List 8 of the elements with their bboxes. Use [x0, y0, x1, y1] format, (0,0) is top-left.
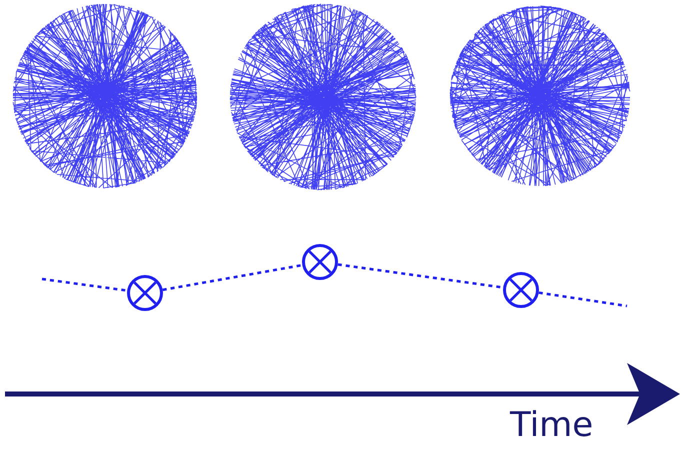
circled-cross-marker — [302, 244, 338, 280]
dotted-connector — [42, 278, 128, 292]
axis-label: Time — [510, 408, 594, 442]
dotted-connector — [162, 264, 302, 292]
circled-cross-marker — [503, 272, 539, 308]
dotted-connector — [338, 263, 504, 289]
dotted-connector — [538, 291, 628, 308]
circled-cross-marker — [127, 275, 163, 311]
